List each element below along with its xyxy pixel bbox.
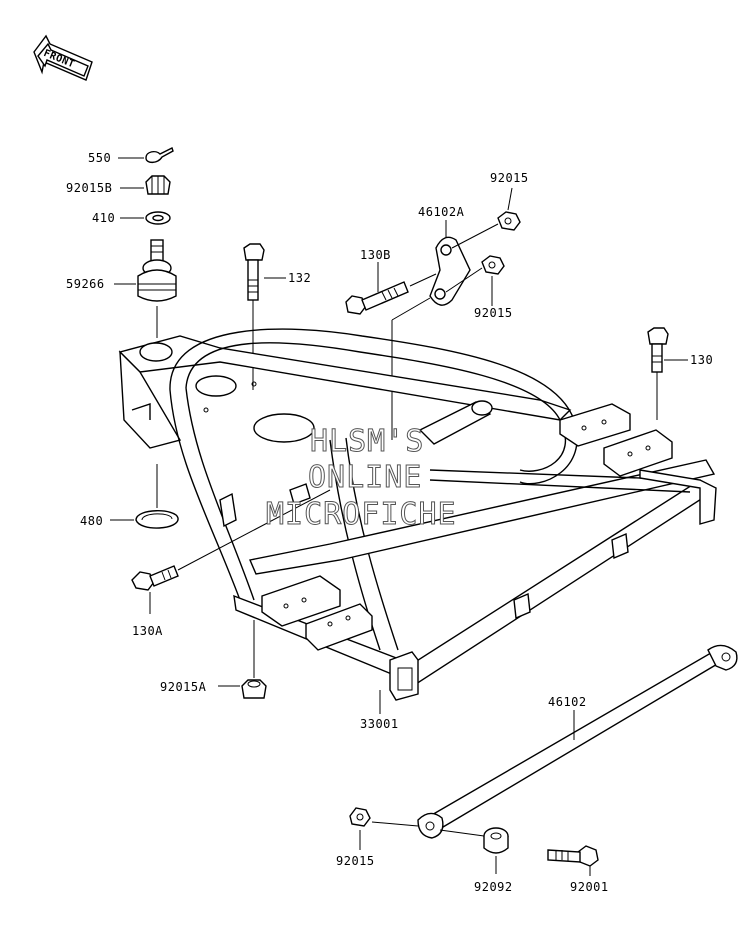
label-410: 410 xyxy=(92,211,116,225)
tie-rod-46102 xyxy=(417,644,738,839)
bolt-130B xyxy=(345,281,409,315)
ball-joint-59266 xyxy=(137,239,177,302)
frame-33001 xyxy=(118,328,717,701)
watermark-line-1: HLSM'S xyxy=(309,424,425,460)
spacer-92092 xyxy=(483,827,509,854)
mount-bracket-right xyxy=(559,403,673,477)
cotter-pin-550 xyxy=(145,147,174,164)
washer-410 xyxy=(145,211,171,225)
front-arrow-icon xyxy=(33,34,93,81)
link-plate-46102A xyxy=(429,236,471,306)
label-92015A: 92015A xyxy=(160,680,207,694)
mount-bracket-left xyxy=(261,575,373,651)
label-130B: 130B xyxy=(360,248,391,262)
label-132: 132 xyxy=(288,271,312,285)
label-92015-top: 92015 xyxy=(490,171,529,185)
snap-ring-480 xyxy=(135,510,179,529)
nut-92015-top xyxy=(497,211,521,231)
bolt-130 xyxy=(647,327,669,373)
bolt-132 xyxy=(243,243,265,301)
label-46102: 46102 xyxy=(548,695,587,709)
label-92001: 92001 xyxy=(570,880,609,894)
bolt-130A xyxy=(131,565,179,591)
nut-92015A xyxy=(241,679,267,699)
label-46102A: 46102A xyxy=(418,205,465,219)
label-130A: 130A xyxy=(132,624,163,638)
label-33001: 33001 xyxy=(360,717,399,731)
nut-92015-mid xyxy=(481,255,505,275)
label-92015-bottom: 92015 xyxy=(336,854,375,868)
label-480: 480 xyxy=(80,514,104,528)
label-550: 550 xyxy=(88,151,112,165)
watermark-line-2: ONLINE xyxy=(307,460,423,496)
nut-92015-bottom xyxy=(349,807,371,827)
label-92015-mid: 92015 xyxy=(474,306,513,320)
castle-nut-92015B xyxy=(145,175,171,195)
label-92015B: 92015B xyxy=(66,181,113,195)
watermark-line-3: MICROFICHE xyxy=(266,497,457,533)
label-59266: 59266 xyxy=(66,277,105,291)
label-130: 130 xyxy=(690,353,714,367)
bolt-92001 xyxy=(547,845,599,867)
label-92092: 92092 xyxy=(474,880,513,894)
